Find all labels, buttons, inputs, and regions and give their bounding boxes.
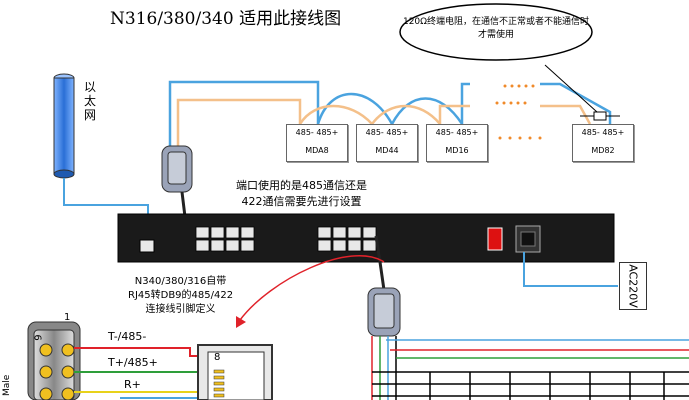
db9-pin-9-label: 9: [33, 334, 45, 341]
module-md16: 485- 485+ MD16: [426, 124, 488, 162]
module-mda8: 485- 485+ MDA8: [286, 124, 348, 162]
module-md82: 485- 485+ MD82: [572, 124, 634, 162]
module-md44-pins: 485- 485+: [365, 128, 409, 137]
module-mda8-name: MDA8: [305, 146, 329, 155]
terminal-resistor: [544, 64, 620, 121]
output-wires: [371, 336, 689, 400]
module-md16-name: MD16: [445, 146, 469, 155]
module-md82-name: MD82: [591, 146, 615, 155]
rs485-bus-wires: [168, 80, 612, 150]
diagram-title: N316/380/340 适用此接线图: [110, 9, 342, 29]
db9-gender-label: Male: [2, 374, 12, 396]
power-label: AC220V: [626, 264, 640, 308]
module-md44-name: MD44: [375, 146, 399, 155]
device-body: [117, 213, 615, 263]
port-setting-note: 端口使用的是485通信还是 422通信需要先进行设置: [236, 179, 367, 208]
ethernet-label: 以太网: [83, 80, 96, 122]
ethernet-pole: [53, 73, 75, 179]
db9-pinout: [27, 321, 81, 400]
wire-label-tx-plus: T+/485+: [108, 356, 158, 369]
wire-label-rx-plus: R+: [124, 378, 141, 391]
rj45-jack: [197, 344, 273, 400]
resistor-note-bubble: [399, 3, 593, 61]
wire-label-tx-minus: T-/485-: [108, 330, 147, 343]
rj45-pinout-note: N340/380/316自带 RJ45转DB9的485/422 连接线引脚定义: [128, 276, 234, 315]
module-md44: 485- 485+ MD44: [356, 124, 418, 162]
module-md82-pins: 485- 485+: [581, 128, 625, 137]
rj45-pin-label: 8: [214, 352, 221, 363]
arrow-head: [236, 316, 246, 328]
power-cable: [523, 252, 618, 287]
pointer-arrow: [239, 255, 385, 321]
module-md16-pins: 485- 485+: [435, 128, 479, 137]
db9-pin-1-label: 1: [64, 312, 71, 323]
bus-continuation-dots: [495, 84, 542, 140]
resistor-note: 120Ω终端电阻，在通信不正常或者不能通信时才需使用: [402, 17, 590, 40]
module-mda8-pins: 485- 485+: [295, 128, 339, 137]
power-label-box: AC220V: [619, 262, 647, 310]
db9-connector-bottom: [367, 235, 401, 337]
